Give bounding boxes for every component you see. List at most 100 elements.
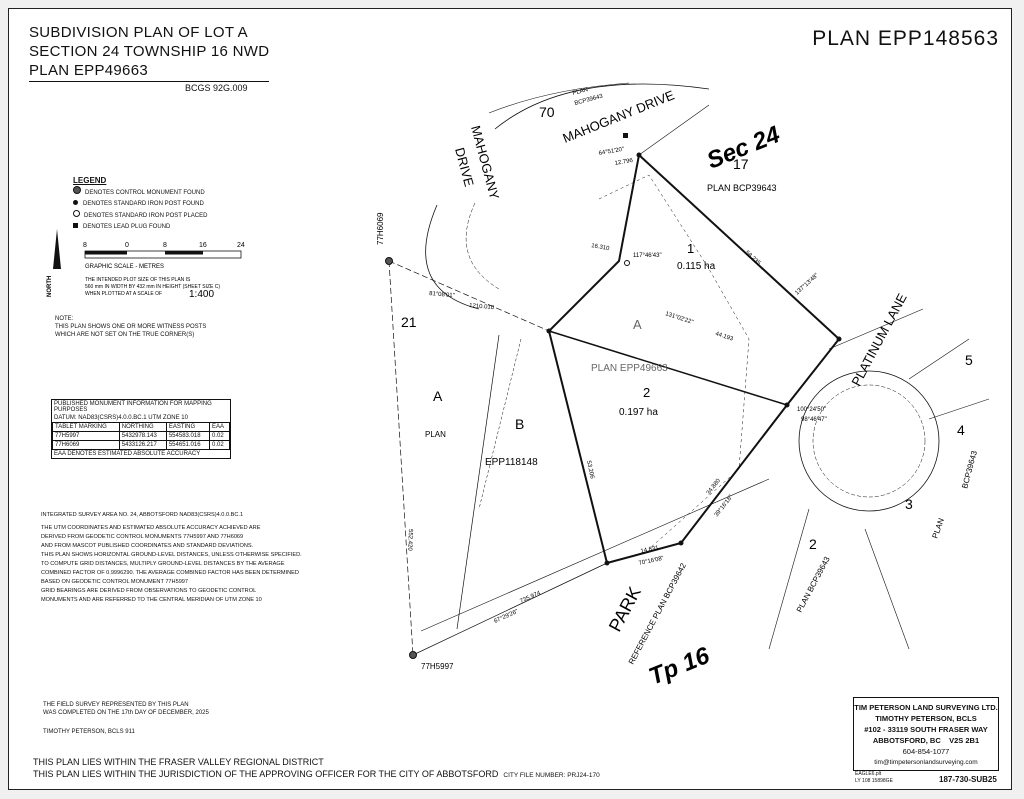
- monument-table: PUBLISHED MONUMENT INFORMATION FOR MAPPI…: [51, 399, 231, 459]
- scale-bar-fill-2: [165, 251, 203, 255]
- survey-notes: INTEGRATED SURVEY AREA NO. 24, ABBOTSFOR…: [41, 512, 302, 603]
- north-arrow-icon: [53, 229, 61, 269]
- epp118148-label: EPP118148: [485, 457, 538, 468]
- lot-division-line: [548, 330, 788, 406]
- iron-post-found-icon: [546, 328, 552, 334]
- plan-epp49663-label: PLAN EPP49663: [591, 363, 668, 374]
- scale-tick-2: 0: [125, 242, 129, 249]
- bcp-right-label: BCP39643: [960, 449, 979, 489]
- lot-21-label: 21: [401, 314, 417, 330]
- dim-4: 44.193: [714, 331, 734, 343]
- firm-name: TIM PETERSON LAND SURVEYING LTD.: [854, 703, 998, 712]
- plan-bcp-bottom-label: PLAN BCP39643: [795, 555, 832, 614]
- lead-plug-icon: [73, 223, 78, 228]
- dim-6: 137°13'48": [794, 273, 820, 297]
- witness-note: NOTE: THIS PLAN SHOWS ONE OR MORE WITNES…: [55, 316, 207, 338]
- legend-item-iron-post-found: DENOTES STANDARD IRON POST FOUND: [73, 199, 207, 210]
- dim-20: 98°46'47": [801, 417, 827, 423]
- plan-sheet: SUBDIVISION PLAN OF LOT A SECTION 24 TOW…: [8, 8, 1012, 790]
- survey-map: MAHOGANY DRIVE MAHOGANY DRIVE PLATINUM L…: [376, 82, 990, 691]
- dim-19: 100°24'50": [797, 407, 826, 413]
- tie-line-top: [388, 260, 550, 332]
- legend-item-iron-post-placed: DENOTES STANDARD IRON POST PLACED: [73, 210, 207, 222]
- lot-70-label: 70: [539, 104, 555, 120]
- city-line: ABBOTSFORD, BC V2S 2B1: [872, 736, 980, 745]
- scale-tick-4: 16: [199, 242, 207, 249]
- dim-5: 58.235: [744, 250, 762, 267]
- control-line: [388, 260, 414, 656]
- graphic-scale: NORTH 8 0 8 16 24 GRAPHIC SCALE - METRES…: [47, 229, 245, 300]
- legend-item-control-monument: DENOTES CONTROL MONUMENT FOUND: [73, 186, 207, 199]
- control-monument-icon: [409, 651, 417, 659]
- iron-post-found-icon: [836, 336, 842, 342]
- control-monument-icon: [73, 186, 81, 194]
- table-row: 77H6069 5433126.217 554651.016 0.02: [52, 440, 231, 450]
- scale-caption: GRAPHIC SCALE - METRES: [85, 264, 164, 270]
- road-edge-top-2: [488, 82, 630, 114]
- dim-17: 67°29'26": [493, 609, 519, 625]
- lot-b-label: B: [515, 416, 524, 432]
- iron-post-found-icon: [73, 200, 78, 205]
- lot4-boundary: [928, 398, 990, 420]
- dim-18: 552.420: [406, 529, 413, 552]
- lot1-area: 0.115 ha: [677, 261, 716, 272]
- left-plan-label: PLAN: [425, 430, 446, 439]
- lot-b-west: [456, 334, 500, 630]
- phone: 604-854-1077: [902, 747, 950, 756]
- control-monument-icon: [385, 257, 393, 265]
- city-file-number: CITY FILE NUMBER: PRJ24-170: [503, 772, 600, 779]
- tie-line-bottom: [412, 562, 608, 656]
- dim-7: 12.796: [614, 158, 634, 167]
- signer: TIMOTHY PETERSON, BCLS 911: [43, 729, 135, 735]
- iron-post-found-icon: [678, 540, 684, 546]
- monument-caption-1: PUBLISHED MONUMENT INFORMATION FOR MAPPI…: [54, 401, 212, 413]
- lot5-boundary: [908, 338, 970, 380]
- dim-10: 81°08'01": [429, 291, 455, 299]
- scale-tick-5: 24: [237, 242, 245, 249]
- township-label: Tp 16: [645, 642, 714, 691]
- park-label: PARK: [605, 583, 645, 634]
- dim-12: 70°16'08": [638, 556, 664, 567]
- explanatory-dashed: [598, 174, 750, 550]
- legend-heading: LEGEND: [73, 176, 107, 185]
- dim-16: 735.974: [519, 590, 542, 605]
- lot-a-label: A: [633, 317, 642, 332]
- dim-3: 131°02'22": [664, 311, 693, 326]
- platinum-edge: [828, 308, 924, 350]
- cul-de-sac-right: [798, 370, 940, 512]
- explanatory-plan-line: [478, 338, 522, 510]
- dim-8: 64°51'20": [598, 147, 624, 157]
- field-survey-note: THE FIELD SURVEY REPRESENTED BY THIS PLA…: [43, 702, 209, 735]
- lot2-boundary: [768, 508, 810, 650]
- lot2-area: 0.197 ha: [619, 407, 658, 418]
- lot1-number: 1: [687, 241, 694, 256]
- scale-note-3: WHEN PLOTTED AT A SCALE OF: [85, 291, 162, 297]
- plan-top-label: PLAN: [572, 87, 589, 97]
- surveyor-title-block: TIM PETERSON LAND SURVEYING LTD. TIMOTHY…: [853, 697, 999, 771]
- scale-note-1: THE INTENDED PLOT SIZE OF THIS PLAN IS: [85, 277, 191, 283]
- email: tim@timpetersonlandsurveying.com: [874, 759, 978, 766]
- monument-77h6069: 77H6069: [376, 212, 385, 245]
- lot-3-label: 3: [905, 496, 913, 512]
- dim-11: 14.831: [640, 545, 660, 555]
- title-line-3: PLAN EPP49663: [29, 62, 148, 79]
- monument-caption-2: DATUM: NAD83(CSRS)4.0.0.BC.1 UTM ZONE 10: [54, 415, 188, 421]
- plot-meta: EAGLE6.plt LY 108 15898GE: [855, 771, 893, 784]
- road-label-mahogany-top: MAHOGANY DRIVE: [561, 87, 677, 146]
- jurisdiction-line-1: THIS PLAN LIES WITHIN THE FRASER VALLEY …: [33, 757, 324, 767]
- subdivision-boundary: [547, 154, 841, 565]
- lot-2b-label: 2: [809, 536, 817, 552]
- lot3-boundary: [864, 528, 910, 650]
- monument-footer: EAA DENOTES ESTIMATED ABSOLUTE ACCURACY: [54, 451, 201, 457]
- dim-15: 39°16'18": [714, 494, 735, 518]
- iron-post-found-icon: [604, 560, 610, 566]
- jurisdiction-line-2: THIS PLAN LIES WITHIN THE JURISDICTION O…: [33, 769, 600, 779]
- scale-bar-fill: [85, 251, 127, 255]
- bcgs-number: BCGS 92G.009: [185, 83, 248, 93]
- iron-post-found-icon: [784, 402, 790, 408]
- address-line: #102 - 33119 SOUTH FRASER WAY: [864, 725, 988, 734]
- lot-17-label: 17: [733, 156, 749, 172]
- road-label-mahogany-left: MAHOGANY: [468, 124, 502, 201]
- lot-4-label: 4: [957, 422, 965, 438]
- cul-de-sac-left-inner: [465, 202, 500, 290]
